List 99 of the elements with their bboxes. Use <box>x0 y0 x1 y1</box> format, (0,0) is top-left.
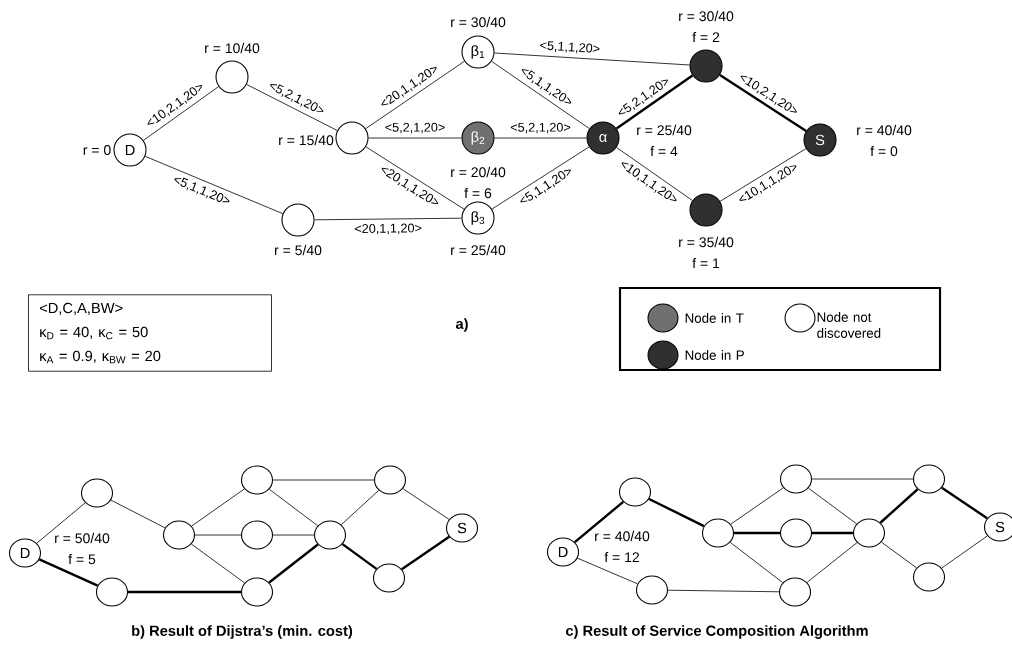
edge-line <box>494 137 587 139</box>
node-annotation: r = 15/40 <box>279 134 334 146</box>
edge-line <box>368 137 462 139</box>
edge-line <box>365 146 465 210</box>
node-circle <box>913 562 946 592</box>
node-annotation: r = 40/40 <box>857 124 912 136</box>
edge-line <box>268 543 319 584</box>
node-circle <box>779 464 813 494</box>
edge-line <box>314 217 462 221</box>
edge-line <box>144 155 284 215</box>
edge-line <box>616 147 693 201</box>
edge-line <box>365 60 465 130</box>
edge-line <box>36 502 86 544</box>
edge-label: <5,1,1,20> <box>538 39 602 56</box>
node-annotation: f = 12 <box>604 551 639 563</box>
edge-line <box>38 558 99 587</box>
node-circle <box>95 577 129 607</box>
node-circle <box>635 575 669 605</box>
edge-line <box>272 479 375 481</box>
edge-line <box>806 542 858 583</box>
node-annotation: r = 40/40 <box>595 530 650 542</box>
node-circle <box>853 518 886 548</box>
node-annotation: r = 25/40 <box>451 244 506 256</box>
edge-line <box>734 531 780 535</box>
panel-label: a) <box>455 318 468 332</box>
edge-line <box>574 500 624 544</box>
edge-line <box>812 531 853 535</box>
node-circle <box>240 577 274 607</box>
edge-line <box>941 486 988 520</box>
edge-line <box>648 497 705 528</box>
node-circle <box>335 121 369 155</box>
node-annotation: f = 5 <box>68 553 96 565</box>
edge-line <box>730 487 784 525</box>
node-annotation: f = 2 <box>692 31 720 43</box>
edge-line <box>194 534 242 536</box>
edge-line <box>811 478 914 480</box>
node-annotation: r = 50/40 <box>55 532 110 544</box>
node-circle <box>689 193 723 227</box>
node-circle <box>778 577 812 607</box>
edge-line <box>191 543 245 584</box>
edge-line <box>402 488 450 520</box>
legend-label: Node in T <box>685 313 744 323</box>
legend-label: Node not discovered <box>817 312 881 338</box>
edge-line <box>246 84 338 131</box>
edge-line <box>340 489 380 526</box>
node-circle <box>618 477 652 507</box>
node-annotation: r = 0 <box>83 145 111 155</box>
caption: b) Result of Dijstra’s (min. cost) <box>132 625 353 639</box>
node-annotation: r = 20/40 <box>451 166 506 178</box>
edge-label: <5,2,1,20> <box>509 122 572 134</box>
node-circle <box>240 465 274 495</box>
node-circle <box>240 520 274 550</box>
edge-line <box>879 488 919 524</box>
node-circle <box>313 520 347 550</box>
edge-line <box>881 541 917 569</box>
edge-line <box>577 557 638 585</box>
node-circle <box>215 60 249 94</box>
node-circle <box>372 563 406 593</box>
node-annotation: r = 35/40 <box>679 236 734 248</box>
node-annotation: f = 1 <box>692 257 720 269</box>
edge-label: <5,2,1,20> <box>384 122 446 134</box>
edge-line <box>491 146 590 210</box>
edge-line <box>491 60 590 130</box>
node-circle <box>80 478 114 508</box>
node-annotation: r = 25/40 <box>637 124 692 136</box>
edge-line <box>494 52 690 66</box>
edge-line <box>110 499 166 529</box>
edge-line <box>341 543 378 570</box>
edge-label: <20,1,1,20> <box>353 222 423 236</box>
node-annotation: r = 30/40 <box>679 10 734 22</box>
node-annotation: r = 30/40 <box>451 16 506 28</box>
edge-line <box>808 487 857 525</box>
node-circle <box>779 518 813 548</box>
caption: c) Result of Service Composition Algorithm <box>566 625 868 639</box>
edge-line <box>667 589 780 593</box>
node-annotation: f = 4 <box>650 145 678 157</box>
edge-line <box>143 86 219 141</box>
edge-line <box>719 148 807 202</box>
edge-line <box>729 542 784 584</box>
node-circle <box>281 203 315 237</box>
edge-line <box>941 535 988 569</box>
node-annotation: r = 5/40 <box>275 244 322 256</box>
edge-line <box>615 74 694 130</box>
edge-line <box>272 534 315 536</box>
node-circle <box>689 49 723 83</box>
edge-line <box>191 488 245 527</box>
edge-line <box>268 488 319 527</box>
edge-line <box>719 74 807 132</box>
edge-line <box>128 590 241 594</box>
node-annotation: r = 10/40 <box>205 42 260 54</box>
edge-line <box>401 535 450 571</box>
node-annotation: f = 0 <box>870 145 898 157</box>
parameter-box: <D,C,A,BW> κ$_{D}$ = 40, κ$_{C}$ = 50 κ$_{A}$ = 0.9, κ$_{BW}$ = 20 <box>28 294 272 372</box>
node-circle <box>373 465 407 495</box>
node-circle <box>162 520 196 550</box>
legend-label: Node in P <box>685 350 744 360</box>
node-circle <box>913 464 946 494</box>
node-circle <box>701 518 735 548</box>
node-annotation: f = 6 <box>464 187 492 199</box>
